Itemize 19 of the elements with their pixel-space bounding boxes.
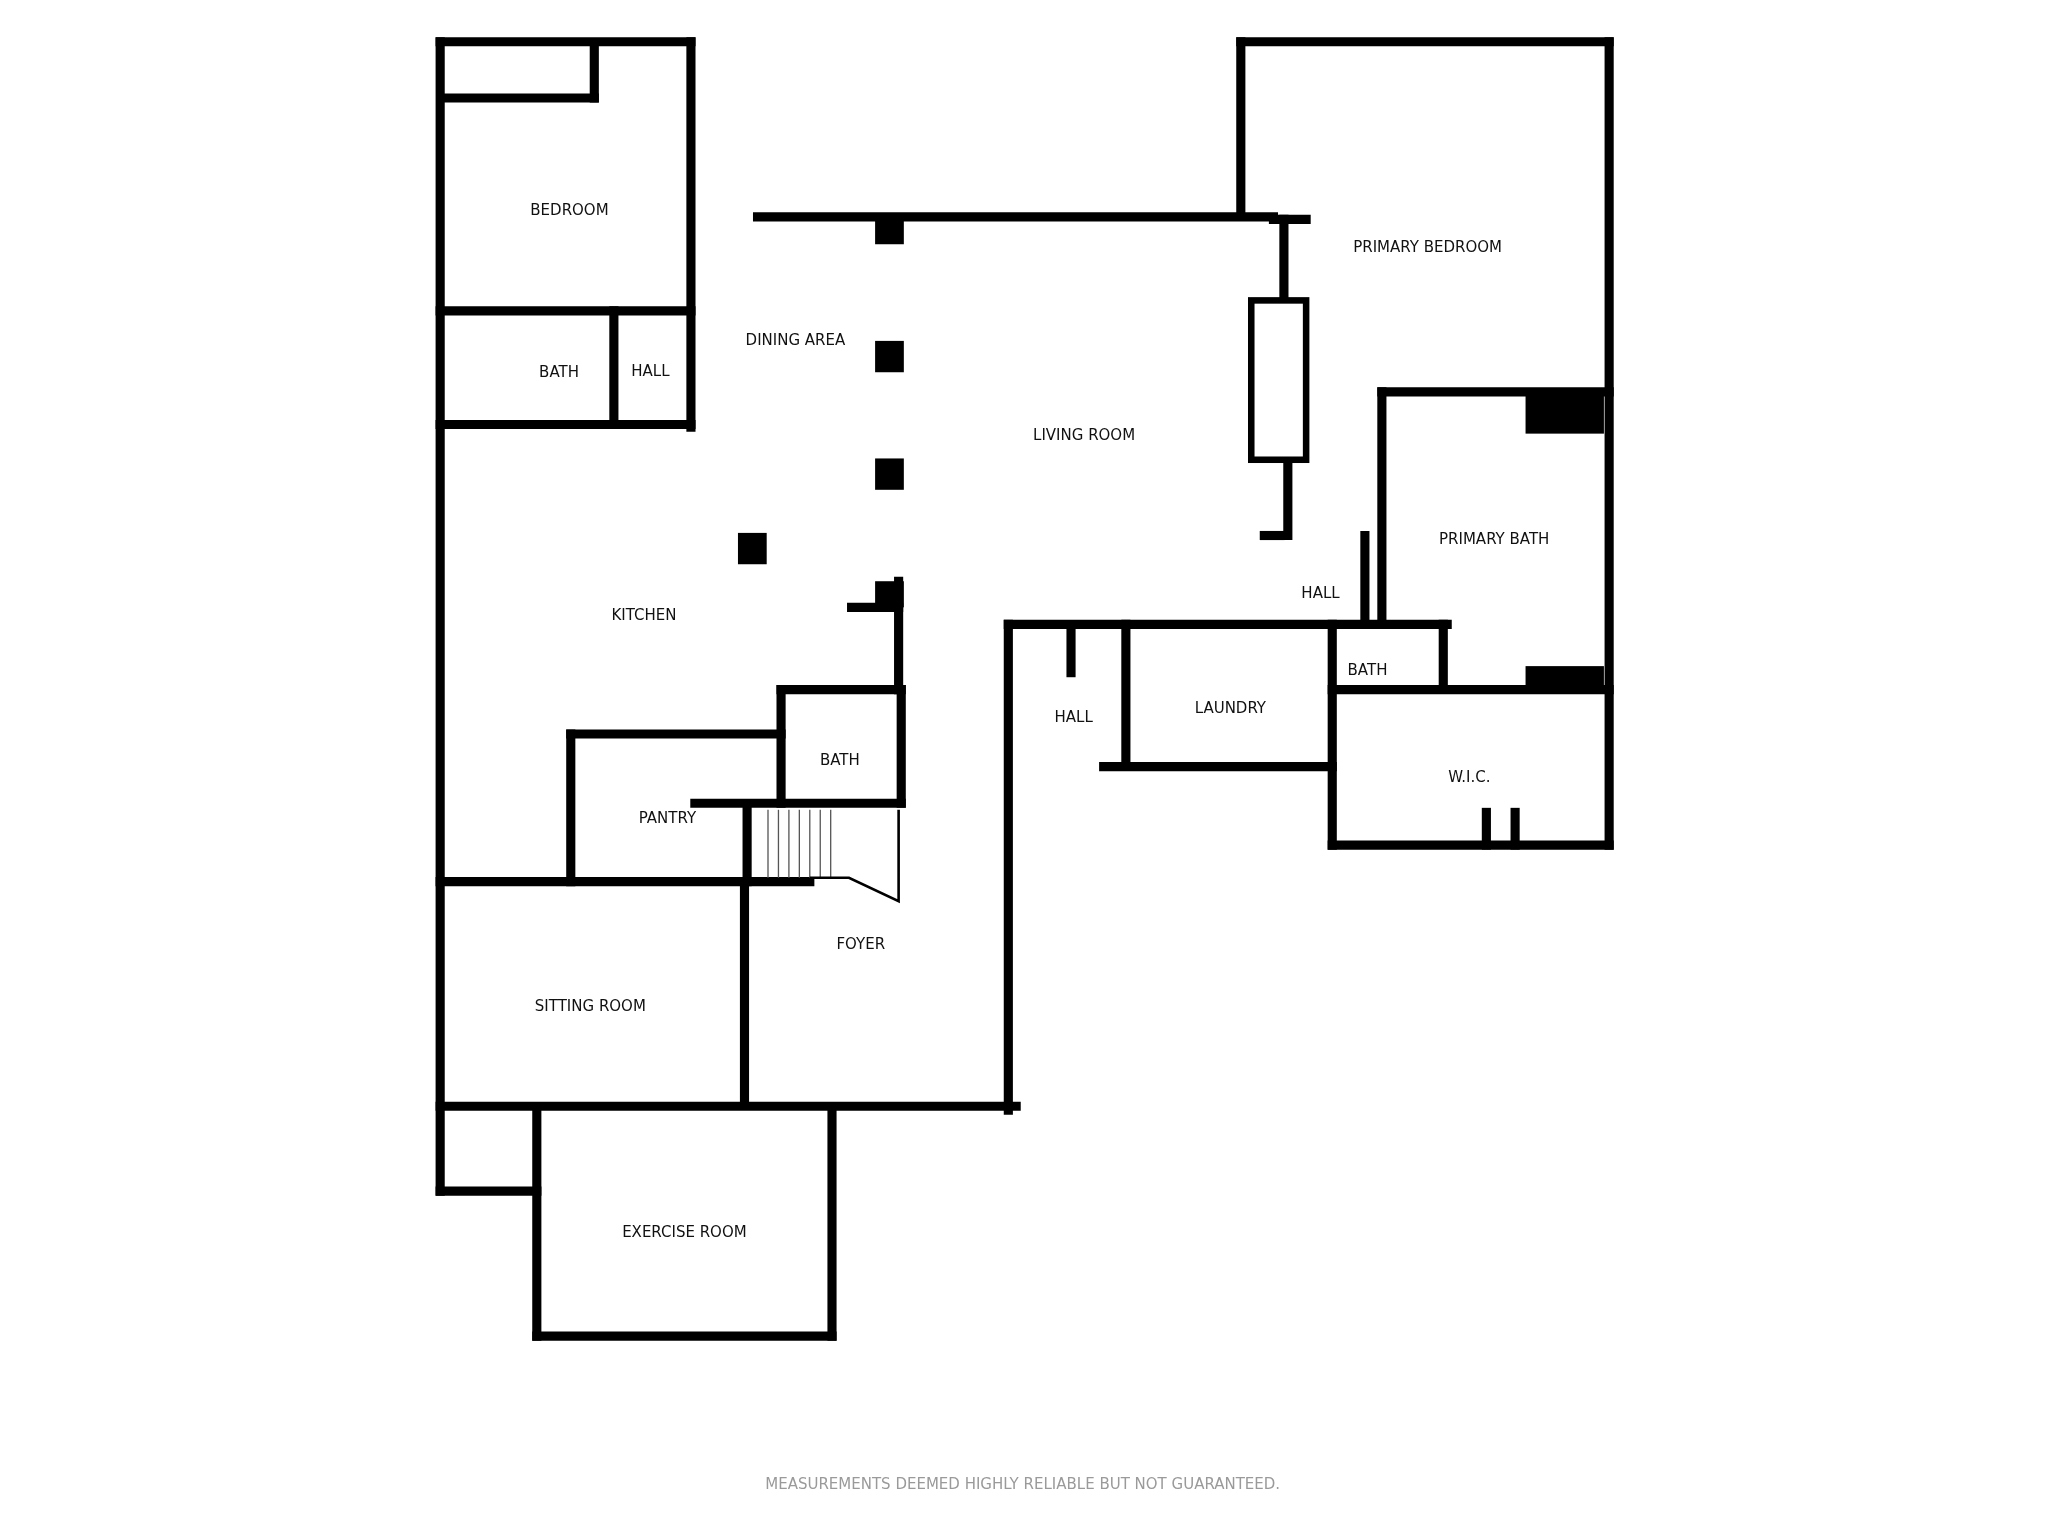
room-label: PRIMARY BEDROOM	[1353, 237, 1502, 256]
room-label: PANTRY	[638, 808, 697, 827]
room-label: KITCHEN	[611, 606, 677, 625]
room-label: PRIMARY BATH	[1439, 530, 1550, 549]
room-label: LAUNDRY	[1194, 698, 1267, 717]
room-label: HALL	[631, 361, 670, 380]
room-label: BATH	[819, 751, 860, 770]
room-label: LIVING ROOM	[1033, 425, 1136, 444]
room-label: HALL	[1054, 708, 1093, 727]
room-label: EXERCISE ROOM	[622, 1222, 747, 1241]
room-label: BATH	[539, 363, 579, 382]
room-label: SITTING ROOM	[534, 996, 646, 1015]
disclaimer-note: MEASUREMENTS DEEMED HIGHLY RELIABLE BUT NOT GUARANTEED.	[765, 1474, 1281, 1493]
room-label: FOYER	[836, 935, 886, 954]
room-label: DINING AREA	[745, 330, 846, 349]
room-label: HALL	[1301, 583, 1340, 602]
room-label: BATH	[1347, 661, 1388, 680]
room-label: BEDROOM	[530, 201, 609, 220]
room-label: W.I.C.	[1448, 768, 1491, 787]
